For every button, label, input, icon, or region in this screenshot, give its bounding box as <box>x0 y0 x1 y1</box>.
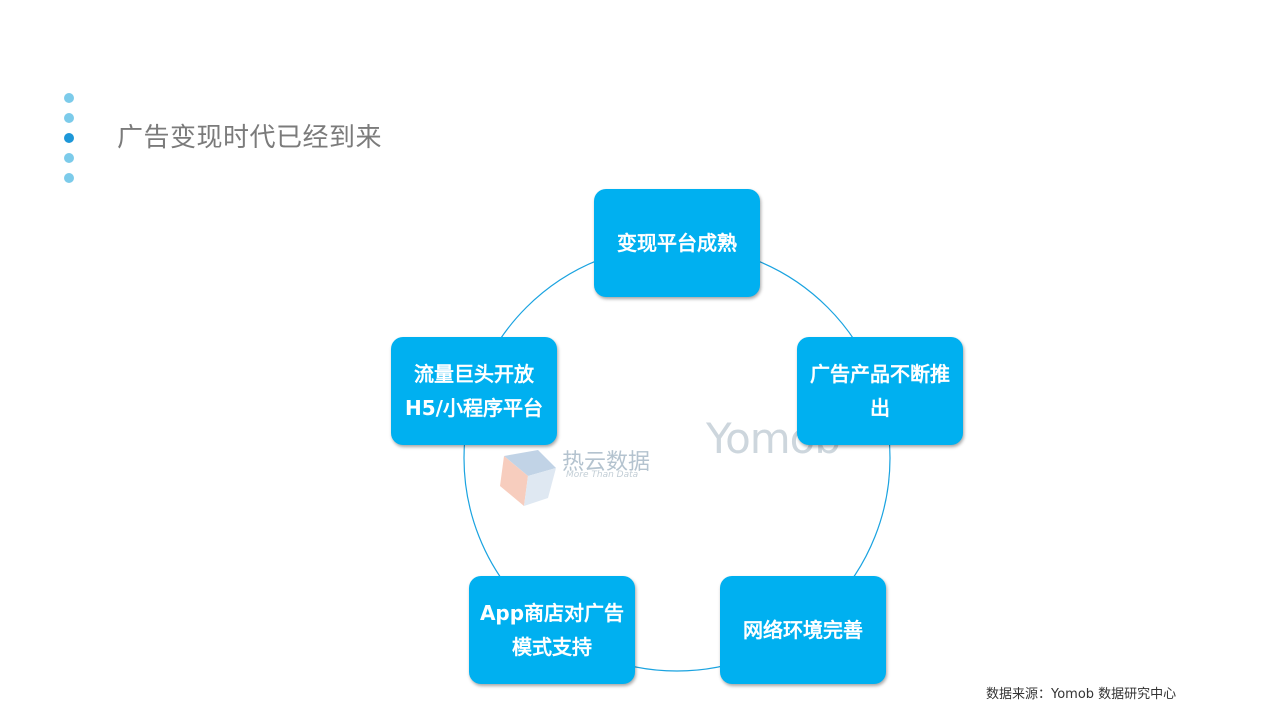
cycle-node-right: 广告产品不断推出 <box>797 337 963 445</box>
reyun-watermark: 热云数据 More Than Data <box>498 440 658 510</box>
page-title: 广告变现时代已经到来 <box>117 123 383 153</box>
cycle-node-bottom-left: App商店对广告模式支持 <box>469 576 635 684</box>
node-label: 广告产品不断推出 <box>810 362 950 420</box>
nav-dot-2[interactable] <box>64 113 74 123</box>
node-label: App商店对广告模式支持 <box>479 601 625 659</box>
cycle-node-left: 流量巨头开放H5/小程序平台 <box>391 337 557 445</box>
nav-dot-4[interactable] <box>64 153 74 163</box>
node-label: 网络环境完善 <box>743 618 863 642</box>
reyun-name: 热云数据 <box>562 450 651 475</box>
cycle-node-bottom-right: 网络环境完善 <box>720 576 886 684</box>
reyun-logo-icon <box>500 450 556 506</box>
nav-dot-3-active[interactable] <box>64 133 74 143</box>
node-label: 变现平台成熟 <box>617 231 737 255</box>
nav-dot-1[interactable] <box>64 93 74 103</box>
cycle-node-top: 变现平台成熟 <box>594 189 760 297</box>
node-label: 流量巨头开放H5/小程序平台 <box>405 362 543 420</box>
source-note: 数据来源：Yomob 数据研究中心 <box>986 687 1177 702</box>
slide-nav-dots <box>64 93 74 193</box>
nav-dot-5[interactable] <box>64 173 74 183</box>
reyun-tagline: More Than Data <box>566 470 639 480</box>
